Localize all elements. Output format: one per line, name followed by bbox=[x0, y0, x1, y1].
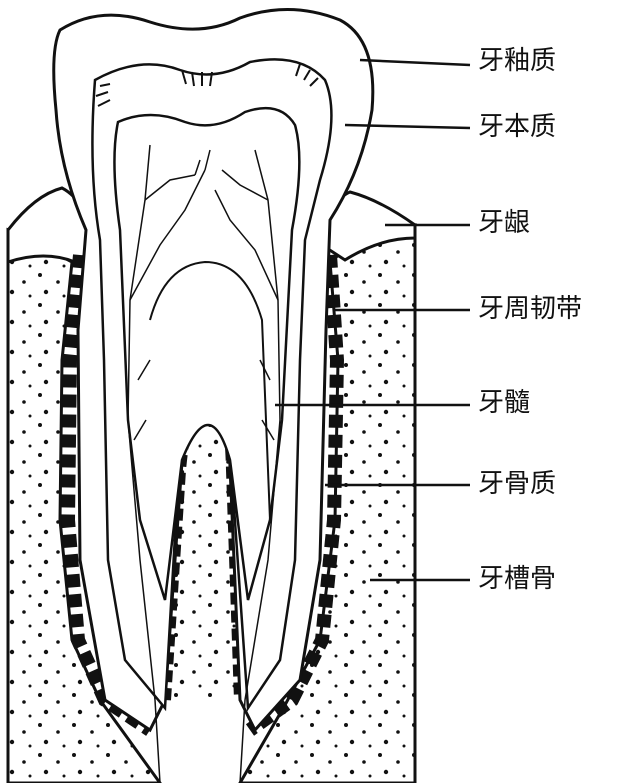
label-alveolar-bone: 牙槽骨 bbox=[478, 564, 557, 594]
label-pulp: 牙髓 bbox=[478, 388, 531, 418]
label-periodontal-ligament: 牙周韧带 bbox=[478, 294, 583, 324]
pulp-chamber bbox=[113, 106, 301, 601]
label-enamel: 牙釉质 bbox=[478, 46, 557, 76]
periodontal-ligament-right bbox=[245, 254, 345, 736]
enamel-hatching bbox=[95, 63, 319, 107]
pulp-nerves bbox=[127, 144, 281, 783]
label-dentin: 牙本质 bbox=[478, 112, 557, 142]
pulp-inner-boundary bbox=[149, 260, 271, 521]
label-gingiva: 牙龈 bbox=[478, 208, 531, 238]
label-cementum: 牙骨质 bbox=[478, 469, 557, 499]
leader-lines bbox=[275, 58, 471, 582]
